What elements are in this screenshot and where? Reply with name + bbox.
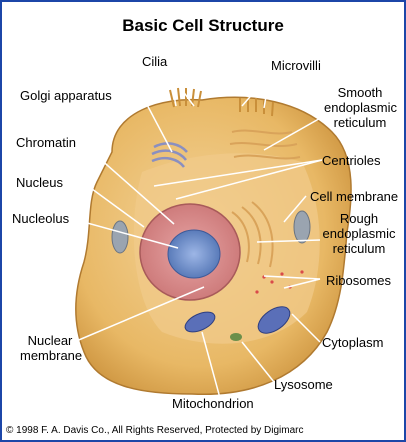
smooth-er <box>229 129 301 160</box>
label-rough-er: Rough endoplasmic reticulum <box>320 211 398 256</box>
nucleolus <box>167 229 221 279</box>
mitochondrion-1 <box>184 311 216 333</box>
mitochondrion-3 <box>111 220 129 254</box>
label-smooth-er-line2: endoplasmic <box>324 100 397 115</box>
diagram-title: Basic Cell Structure <box>122 16 284 35</box>
label-smooth-er-line1: Smooth <box>337 85 383 100</box>
label-mitochondrion: Mitochondrion <box>172 396 254 411</box>
label-ribosomes: Ribosomes <box>326 273 392 288</box>
label-rough-er-line1: Rough <box>339 211 379 226</box>
label-nuclear-membrane-line2: membrane <box>20 348 83 363</box>
copyright-notice: © 1998 F. A. Davis Co., All Rights Reser… <box>6 425 304 436</box>
label-cilia: Cilia <box>142 54 168 69</box>
label-nucleolus: Nucleolus <box>12 211 70 226</box>
label-nuclear-membrane-line1: Nuclear <box>27 333 73 348</box>
label-nuclear-membrane: Nuclear membrane <box>20 333 83 363</box>
label-smooth-er: Smooth endoplasmic reticulum <box>324 85 397 130</box>
label-smooth-er-line3: reticulum <box>333 115 387 130</box>
label-microvilli: Microvilli <box>271 58 321 73</box>
leader-lines <box>73 73 325 399</box>
label-golgi-apparatus: Golgi apparatus <box>20 88 112 103</box>
label-cell-membrane: Cell membrane <box>310 189 399 204</box>
label-chromatin: Chromatin <box>16 135 76 150</box>
label-nucleus: Nucleus <box>16 175 63 190</box>
label-cytoplasm: Cytoplasm <box>322 335 384 350</box>
label-centrioles: Centrioles <box>322 153 381 168</box>
label-rough-er-line3: reticulum <box>332 241 386 256</box>
label-lysosome: Lysosome <box>274 377 333 392</box>
label-rough-er-line2: endoplasmic <box>322 226 396 241</box>
mitochondrion-2 <box>257 306 291 334</box>
lysosome <box>230 333 242 341</box>
mitochondrion-4 <box>293 210 311 244</box>
rough-er <box>231 201 274 268</box>
